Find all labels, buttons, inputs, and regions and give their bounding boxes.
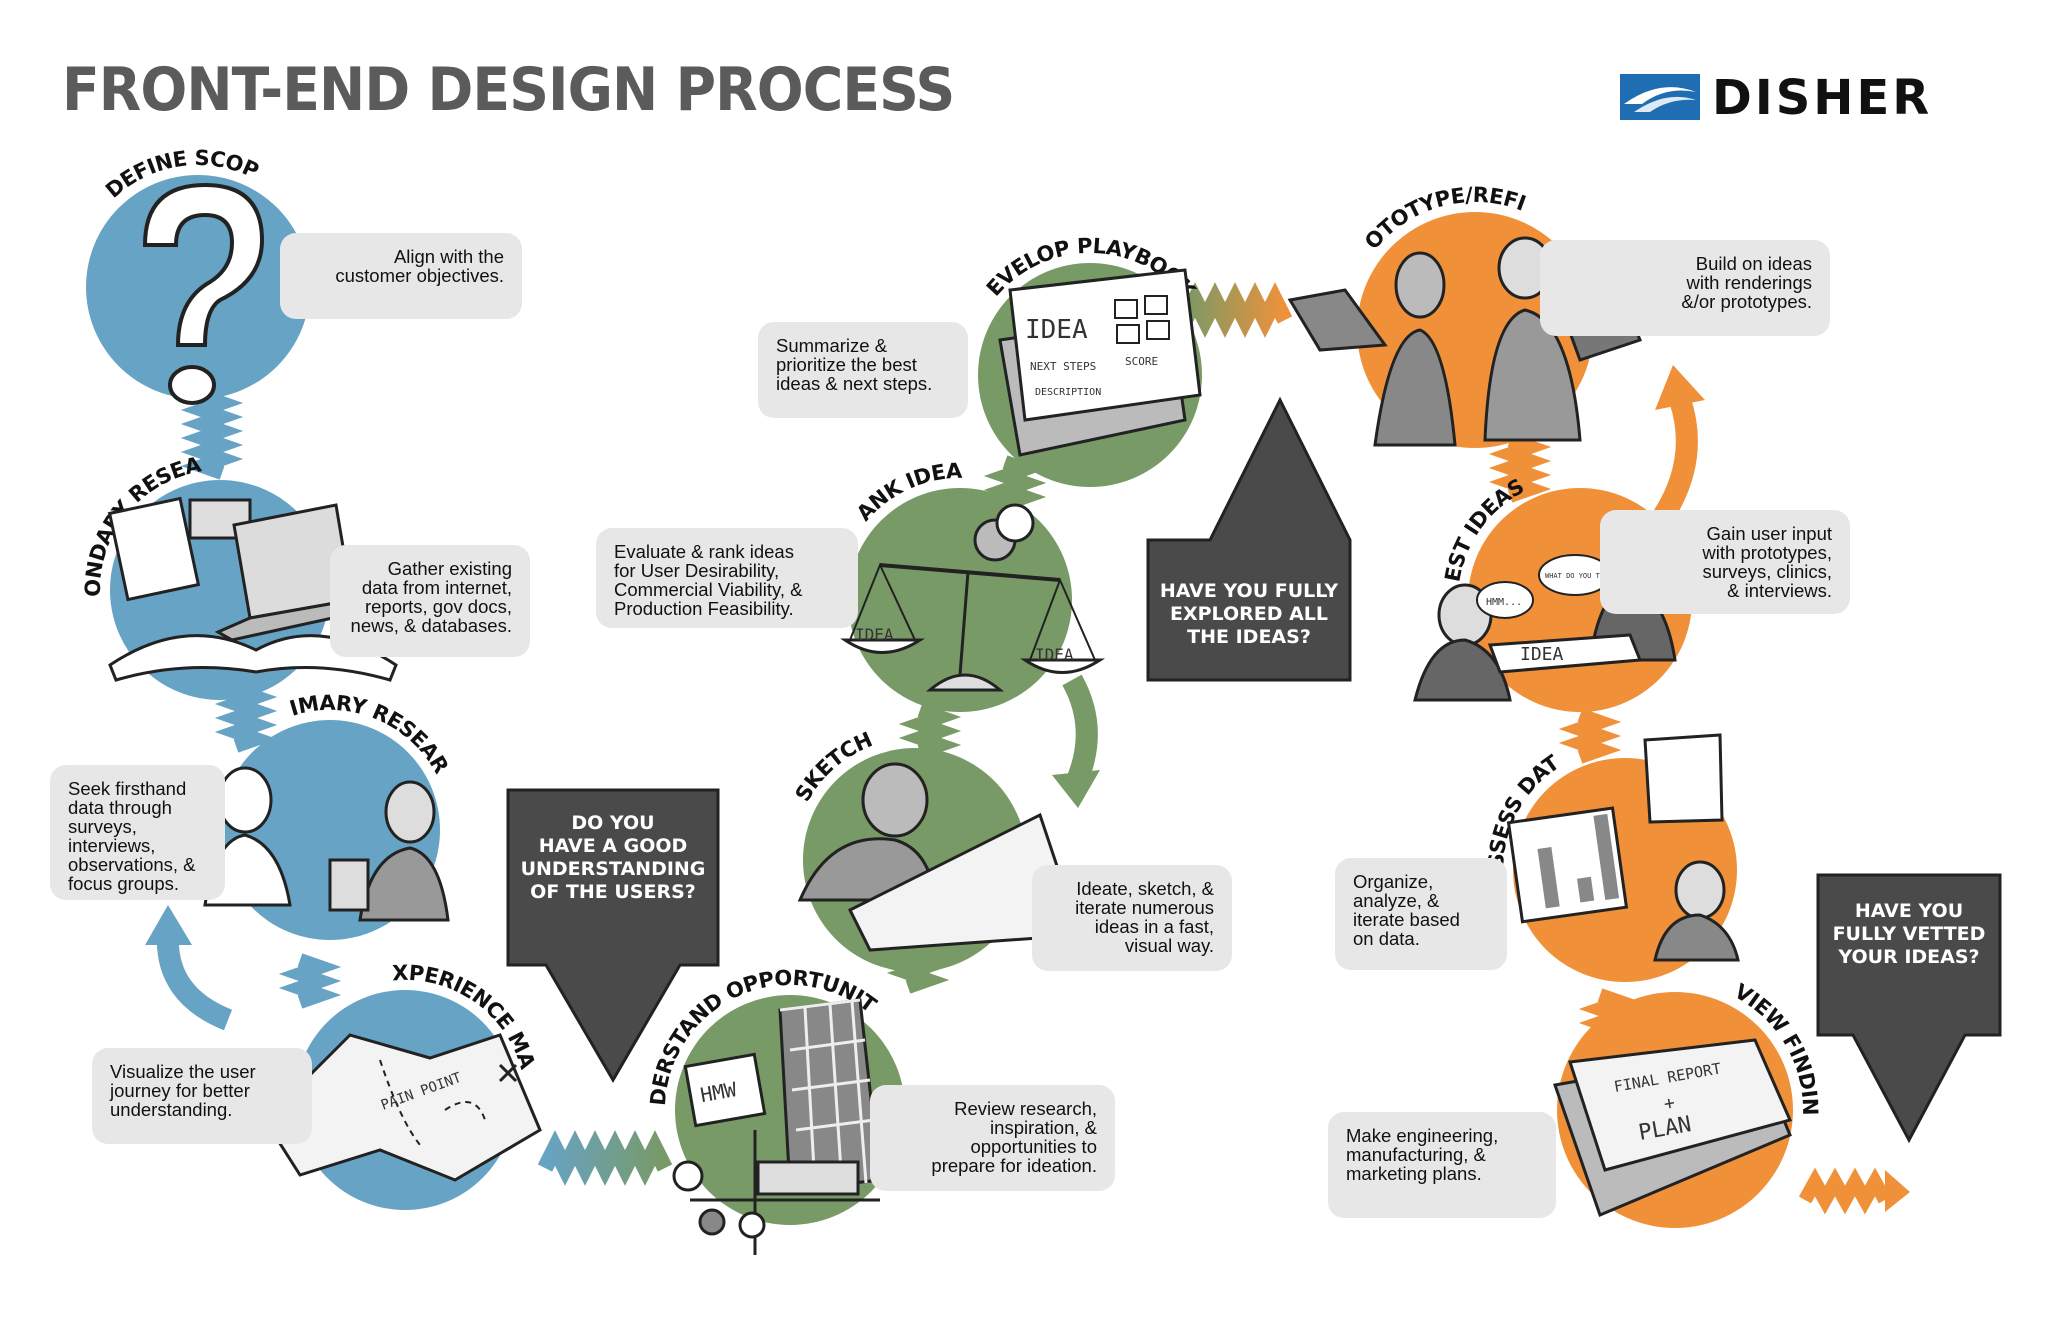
loop-arrow-blue-head — [145, 905, 192, 945]
question-explored: HAVE YOU FULLY EXPLORED ALL THE IDEAS? — [1159, 580, 1339, 648]
page-title: FRONT-END DESIGN PROCESS — [62, 55, 955, 125]
stage-description-experience-map: Visualize the user journey for better un… — [92, 1048, 312, 1144]
stage-label-text-define-scope: DEFINE SCOPE — [0, 0, 263, 203]
stage-description-secondary-research: Gather existing data from internet, repo… — [330, 545, 530, 657]
connector-2 — [214, 683, 278, 753]
connector-4 — [537, 1130, 673, 1186]
connector-11 — [1578, 988, 1642, 1044]
laptop-book-icon — [107, 496, 398, 682]
stage-description-develop-playbooks: Summarize & prioritize the best ideas & … — [758, 322, 968, 418]
connectors — [180, 282, 1910, 1215]
loop-arrow-green-head — [1052, 770, 1100, 808]
speech-bubble-hmm: HMM... — [1486, 597, 1522, 608]
connector-3 — [278, 953, 342, 1009]
playbook-sketch-next: NEXT STEPS — [1030, 360, 1096, 373]
connector-5 — [886, 938, 950, 994]
stage-description-sketch: Ideate, sketch, & iterate numerous ideas… — [1032, 865, 1232, 971]
stage-label-define-scope: DEFINE SCOPE — [0, 0, 262, 203]
connector-12 — [1798, 1167, 1892, 1215]
stage-description-assess-data: Organize, analyze, & iterate based on da… — [1335, 858, 1507, 970]
stage-description-rank-ideas: Evaluate & rank ideas for User Desirabil… — [596, 528, 858, 628]
stage-description-primary-research: Seek firsthand data through surveys, int… — [50, 765, 225, 900]
stage-description-prototype-refine: Build on ideas with renderings &/or prot… — [1540, 240, 1830, 336]
binder-sketch-plus: + — [1662, 1092, 1676, 1115]
loop-arrow-blue — [156, 934, 233, 1031]
disher-swoosh-icon — [1620, 74, 1700, 120]
playbook-sketch-desc: DESCRIPTION — [1035, 387, 1101, 398]
question-arrow-vetted — [1816, 873, 2002, 1144]
test-sketch-idea: IDEA — [1520, 644, 1564, 665]
connector-6 — [898, 703, 962, 759]
loop-arrow-orange — [1652, 396, 1698, 525]
playbook-sketch-score: SCORE — [1125, 355, 1158, 368]
question-vetted: HAVE YOU FULLY VETTED YOUR IDEAS? — [1832, 900, 1986, 968]
question-arrow-explored — [1146, 396, 1352, 682]
question-arrow-users — [506, 788, 720, 1083]
connector-8 — [1177, 282, 1293, 338]
connector-10 — [1558, 708, 1622, 764]
data-chart-icon — [1506, 733, 1740, 962]
connector-1 — [180, 389, 244, 480]
logo-wordmark: DISHER — [1712, 70, 1933, 126]
interview-people-icon — [203, 766, 450, 922]
question-users: DO YOU HAVE A GOOD UNDERSTANDING OF THE … — [520, 812, 706, 903]
stage-description-understand-opportunities: Review research, inspiration, & opportun… — [870, 1085, 1115, 1191]
loop-arrow-orange-head — [1655, 365, 1705, 410]
connector-9 — [1488, 433, 1552, 503]
stage-description-define-scope: Align with the customer objectives. — [280, 233, 522, 319]
connector-7 — [983, 455, 1047, 511]
playbook-sketch-idea: IDEA — [1025, 315, 1088, 345]
binder-icon: FINAL REPORT + PLAN — [1553, 1038, 1793, 1218]
speech-bubble-what: WHAT DO YOU THINK — [1545, 572, 1617, 580]
stage-description-review-findings: Make engineering, manufacturing, & marke… — [1328, 1112, 1556, 1218]
disher-logo: DISHER — [1620, 68, 1980, 128]
map-icon: PAIN POINT — [263, 1033, 542, 1182]
rank-sketch-label-2: IDEA — [1035, 645, 1074, 664]
stage-description-test-ideas: Gain user input with prototypes, surveys… — [1600, 510, 1850, 614]
question-arrows — [506, 396, 2002, 1144]
end-arrowhead — [1885, 1170, 1910, 1212]
rank-sketch-label-1: IDEA — [855, 625, 894, 644]
loop-arrow-green — [1062, 674, 1098, 790]
question-mark-icon — [142, 182, 265, 405]
playbook-icon: IDEA NEXT STEPS SCORE DESCRIPTION — [998, 268, 1202, 457]
balance-scale-icon: IDEA IDEA — [840, 503, 1106, 692]
